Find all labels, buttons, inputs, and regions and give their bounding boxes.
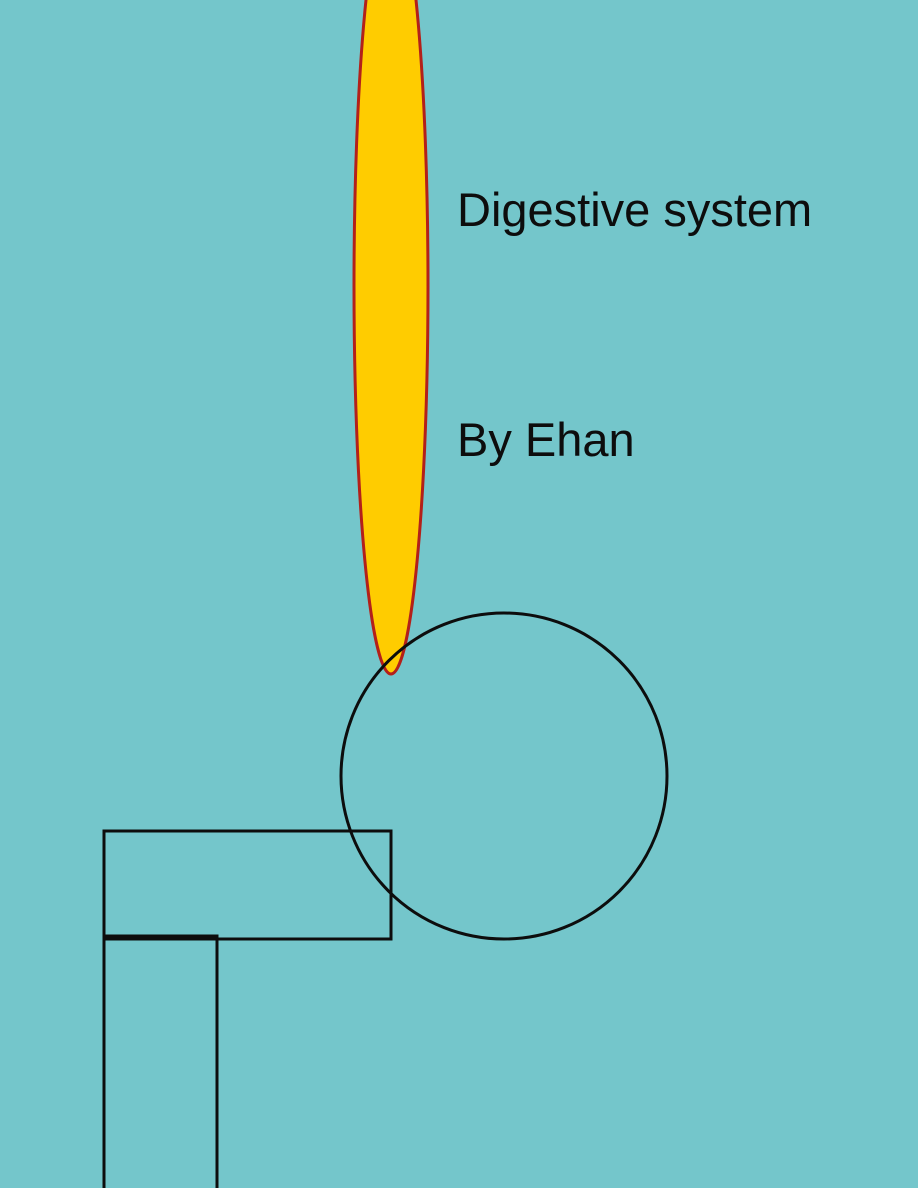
page-title[interactable]: Digestive system	[457, 183, 813, 236]
byline[interactable]: By Ehan	[457, 413, 635, 466]
esophagus-shape[interactable]	[352, 0, 430, 676]
large-intestine-horizontal-shape[interactable]	[102, 829, 393, 941]
stomach-shape[interactable]	[339, 611, 669, 941]
large-intestine-vertical-shape[interactable]	[102, 934, 219, 1188]
